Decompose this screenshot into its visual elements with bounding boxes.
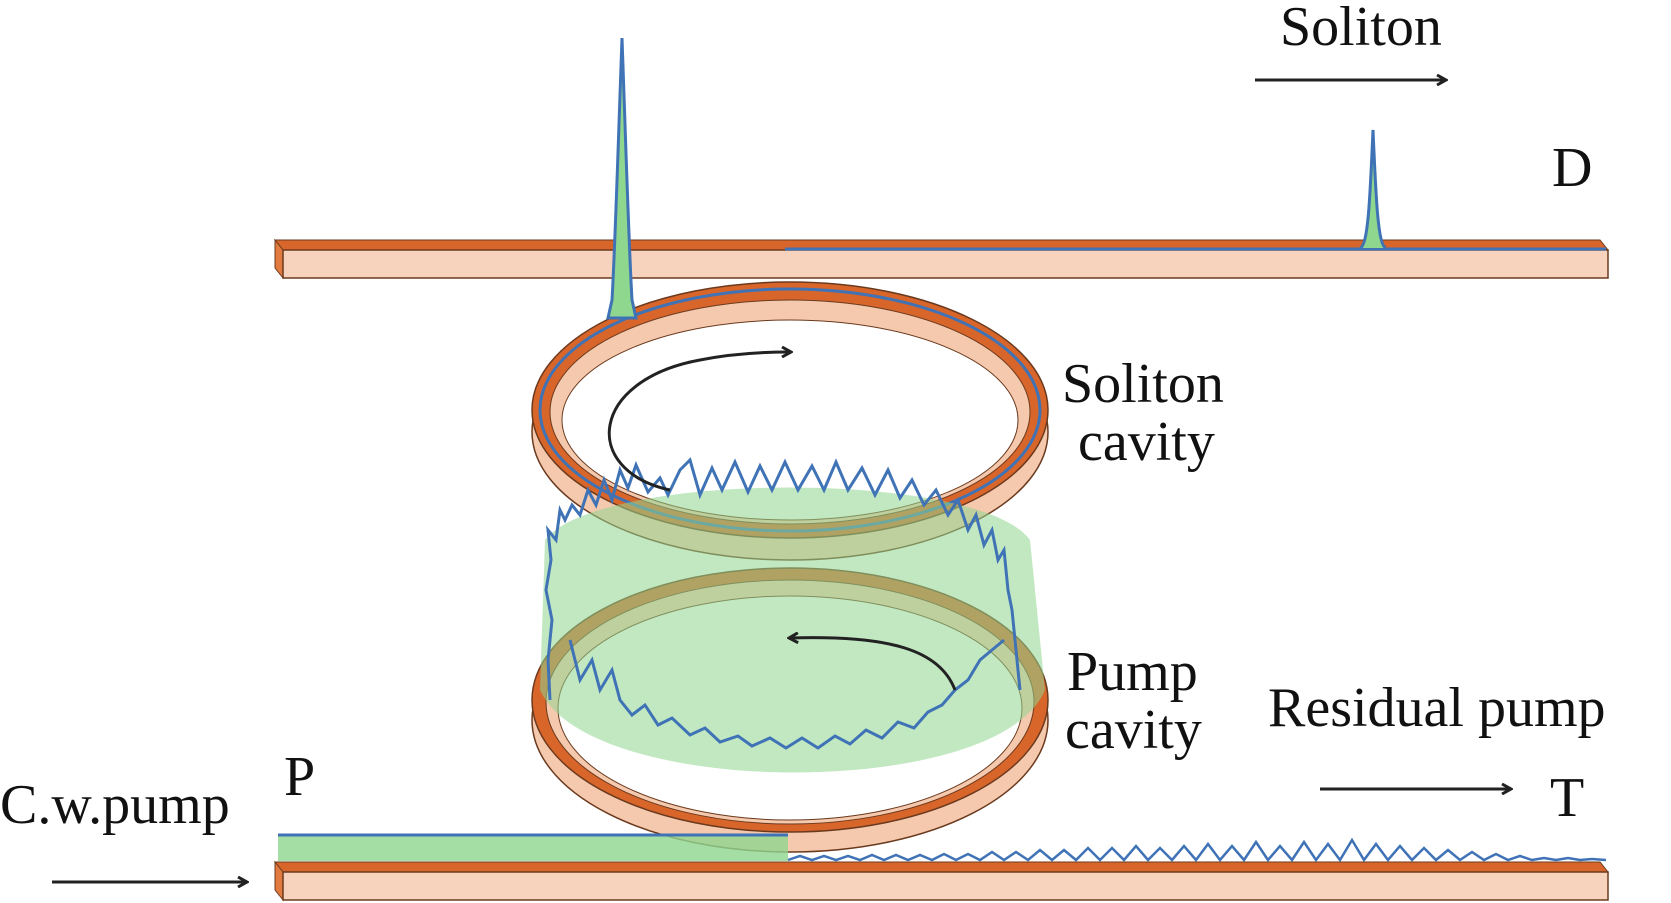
comb-spectrum-upper [544,457,1022,701]
pump-field-band [540,487,1045,773]
through-port-label: T [1550,767,1584,829]
pump-cavity-label-line2: cavity [1065,699,1202,761]
soliton-cavity-ring [531,281,1049,561]
pump-cavity-label-line1: Pump [1067,641,1198,703]
comb-spectrum-lower [568,638,1005,750]
soliton-cavity-label-line2: cavity [1078,411,1215,473]
soliton-label: Soliton [1280,0,1442,58]
soliton-pulse-output [1359,129,1387,250]
curved-arrow-clockwise-icon [607,352,790,492]
curved-arrow-counterclockwise-icon [790,638,957,691]
drop-port-label: D [1552,137,1592,199]
through-waveguide [273,860,1610,902]
drop-waveguide [273,238,1610,280]
soliton-cavity-label-line1: Soliton [1062,353,1224,415]
pump-input-field [278,833,788,861]
residual-pump-label: Residual pump [1268,677,1606,739]
pump-port-label: P [284,746,315,808]
residual-pump-signal [787,837,1607,863]
soliton-pulse-cavity [606,37,638,320]
cw-pump-label: C.w.pump [0,774,230,836]
